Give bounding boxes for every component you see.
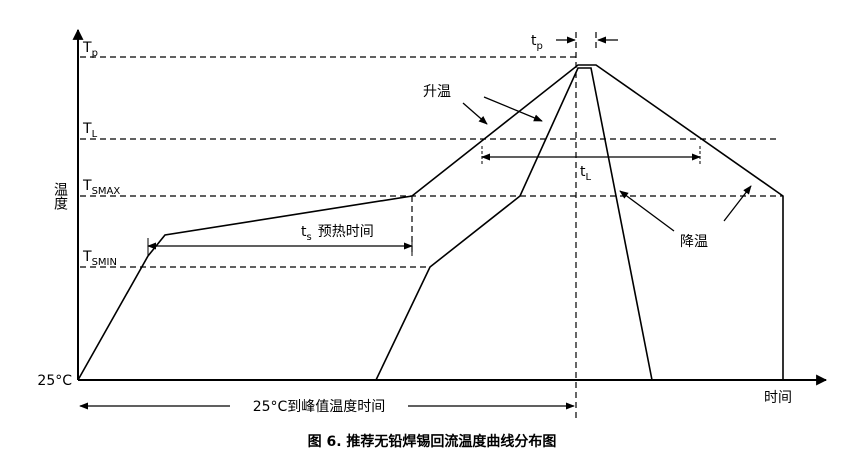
ramp-down-arrow-1: [619, 190, 675, 232]
y-axis-label: 温度: [52, 182, 68, 210]
tl-label: tL: [580, 164, 592, 183]
ramp-up-arrow-1: [462, 102, 488, 125]
tick-tsmin: TSMIN: [82, 249, 117, 268]
tick-tp: Tp: [82, 40, 98, 59]
profile-curve-min: [375, 67, 653, 381]
tp-label: tp: [531, 33, 543, 52]
reference-lines: [80, 32, 783, 418]
ramp-up-arrow-2: [483, 96, 543, 122]
profile-curve-max: [77, 64, 784, 381]
origin-label: 25°C: [37, 373, 72, 389]
tick-tsmax: TSMAX: [82, 178, 120, 197]
ramp-down-arrow-2: [723, 185, 752, 222]
tick-tl: TL: [82, 121, 98, 140]
figure-caption: 图 6. 推荐无铅焊锡回流温度曲线分布图: [308, 433, 557, 450]
ramp-up-label: 升温: [423, 84, 451, 100]
x-axis-label: 时间: [764, 390, 792, 406]
time-to-peak-label: 25°C到峰值温度时间: [253, 399, 386, 415]
ramp-down-label: 降温: [680, 234, 708, 250]
